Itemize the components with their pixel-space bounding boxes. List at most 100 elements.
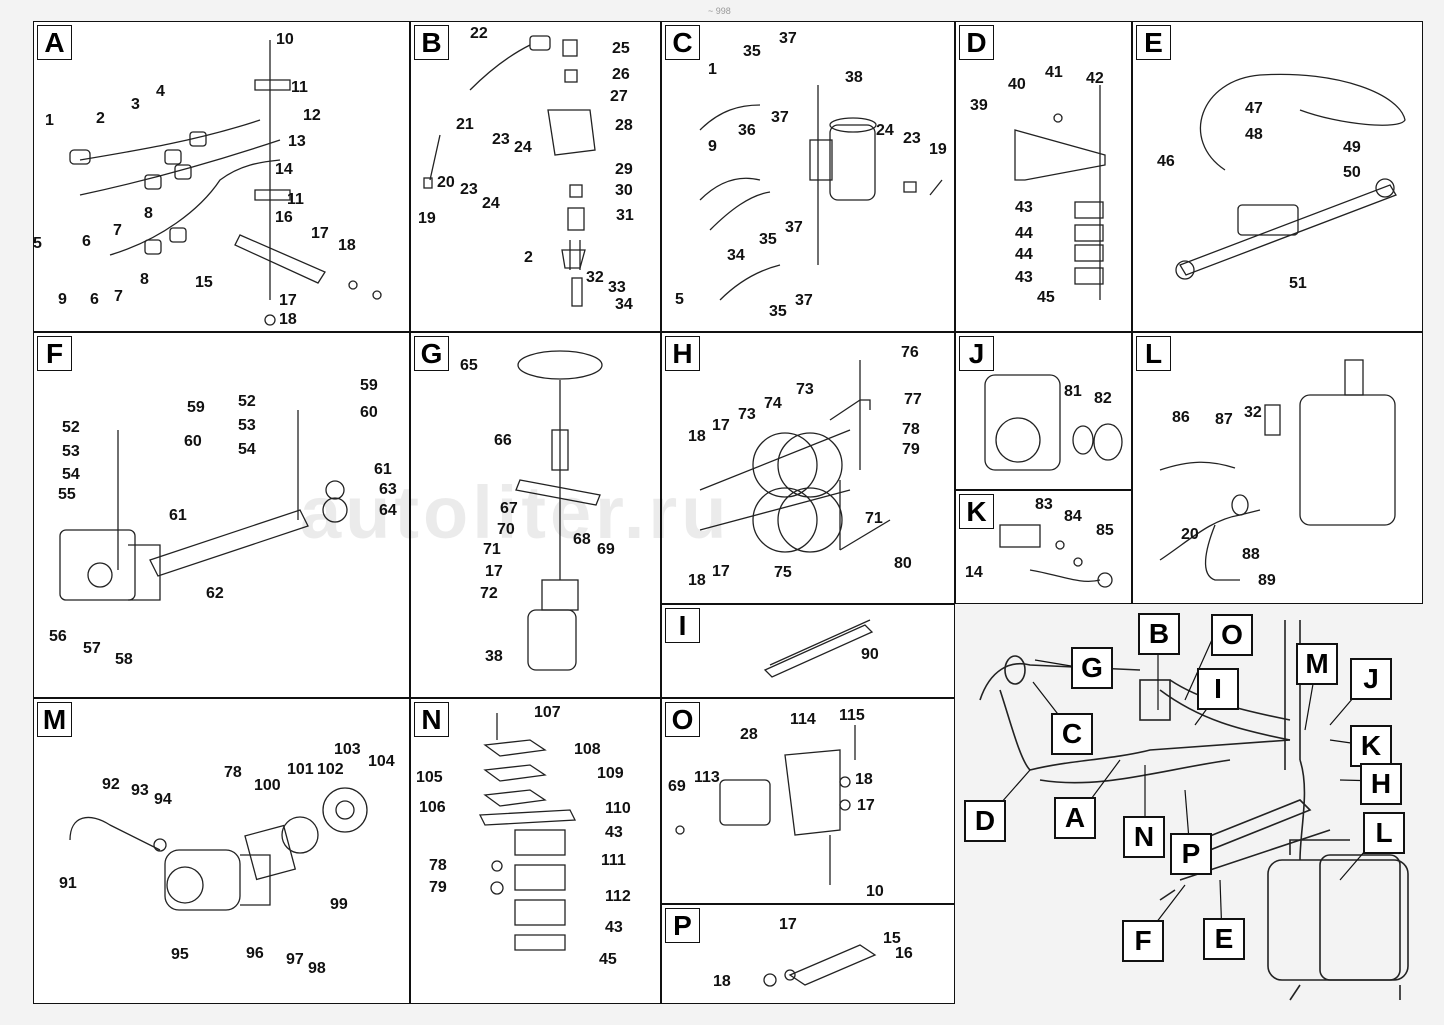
overview-tag-m: M [1296,643,1338,685]
callout-number: 59 [187,399,205,416]
callout-number: 17 [857,797,875,814]
callout-number: 93 [131,782,149,799]
panel-c-tag: C [665,25,700,60]
callout-number: 114 [790,711,816,728]
callout-number: 65 [460,357,478,374]
callout-number: 112 [605,888,631,905]
callout-number: 17 [779,916,797,933]
callout-number: 30 [615,182,633,199]
panel-b: B [410,21,661,332]
callout-number: 34 [727,247,745,264]
callout-number: 73 [738,406,756,423]
callout-number: 11 [291,79,308,96]
callout-number: 17 [279,292,297,309]
callout-number: 111 [601,852,626,869]
callout-number: 20 [1181,526,1199,543]
panel-d-tag: D [959,25,994,60]
callout-number: 104 [368,753,395,770]
callout-number: 18 [713,973,731,990]
callout-number: 8 [144,205,153,222]
callout-number: 57 [83,640,101,657]
callout-number: 35 [759,231,777,248]
callout-number: 18 [688,572,706,589]
callout-number: 76 [901,344,919,361]
callout-number: 20 [437,174,455,191]
panel-p-tag: P [665,908,700,943]
panel-o-tag: O [665,702,700,737]
callout-number: 17 [311,225,329,242]
callout-number: 15 [883,930,901,947]
panel-a: A [33,21,410,332]
callout-number: 18 [279,311,297,328]
panel-m-tag: M [37,702,72,737]
callout-number: 52 [62,419,80,436]
callout-number: 35 [743,43,761,60]
callout-number: 25 [612,40,630,57]
callout-number: 86 [1172,409,1190,426]
callout-number: 24 [482,195,500,212]
callout-number: 54 [62,466,80,483]
callout-number: 78 [902,421,920,438]
callout-number: 29 [615,161,633,178]
callout-number: 53 [62,443,80,460]
panel-o-valve [675,725,856,885]
callout-number: 5 [675,291,684,308]
callout-number: 6 [90,291,99,308]
callout-number: 6 [82,233,91,250]
callout-number: 77 [904,391,922,408]
callout-number: 36 [738,122,756,139]
callout-number: 90 [861,646,879,663]
callout-number: 14 [275,161,293,178]
panel-n: N [410,698,661,1004]
panel-k-pipe [999,524,1113,588]
callout-number: 18 [855,771,873,788]
panel-g-tag: G [414,336,449,371]
callout-number: 19 [418,210,436,227]
callout-number: 22 [470,25,488,42]
callout-number: 52 [238,393,256,410]
callout-number: 9 [58,291,67,308]
callout-number: 78 [429,857,447,874]
overview-tag-j: J [1350,658,1392,700]
page-number: ~ 998 [708,6,731,16]
callout-number: 37 [795,292,813,309]
callout-number: 60 [184,433,202,450]
callout-number: 50 [1343,164,1361,181]
callout-number: 51 [1289,275,1307,292]
callout-number: 97 [286,951,304,968]
callout-number: 62 [206,585,224,602]
callout-number: 39 [970,97,988,114]
overview-tag-n: N [1123,816,1165,858]
panel-j-pump [984,374,1123,471]
callout-number: 28 [615,117,633,134]
callout-number: 74 [764,395,782,412]
callout-number: 85 [1096,522,1114,539]
overview-tag-a: A [1054,797,1096,839]
callout-number: 10 [276,31,294,48]
panel-b-valve [423,35,596,307]
callout-number: 68 [573,531,591,548]
callout-number: 79 [902,441,920,458]
callout-number: 16 [895,945,913,962]
callout-number: 43 [1015,199,1033,216]
callout-number: 75 [774,564,792,581]
panel-d-bracket [1014,85,1106,300]
overview-tag-l: L [1363,812,1405,854]
panel-i: I [661,604,955,698]
callout-number: 38 [845,69,863,86]
panel-n-clamps [478,713,577,951]
callout-number: 16 [275,209,293,226]
callout-number: 99 [330,896,348,913]
callout-number: 71 [865,510,883,527]
callout-number: 91 [59,875,77,892]
callout-number: 102 [317,761,344,778]
callout-number: 18 [688,428,706,445]
callout-number: 2 [524,249,533,266]
callout-number: 115 [839,707,865,724]
callout-number: 2 [96,110,105,127]
panel-c-steering-unit [699,85,943,301]
callout-number: 49 [1343,139,1361,156]
panel-j-tag: J [959,336,994,371]
